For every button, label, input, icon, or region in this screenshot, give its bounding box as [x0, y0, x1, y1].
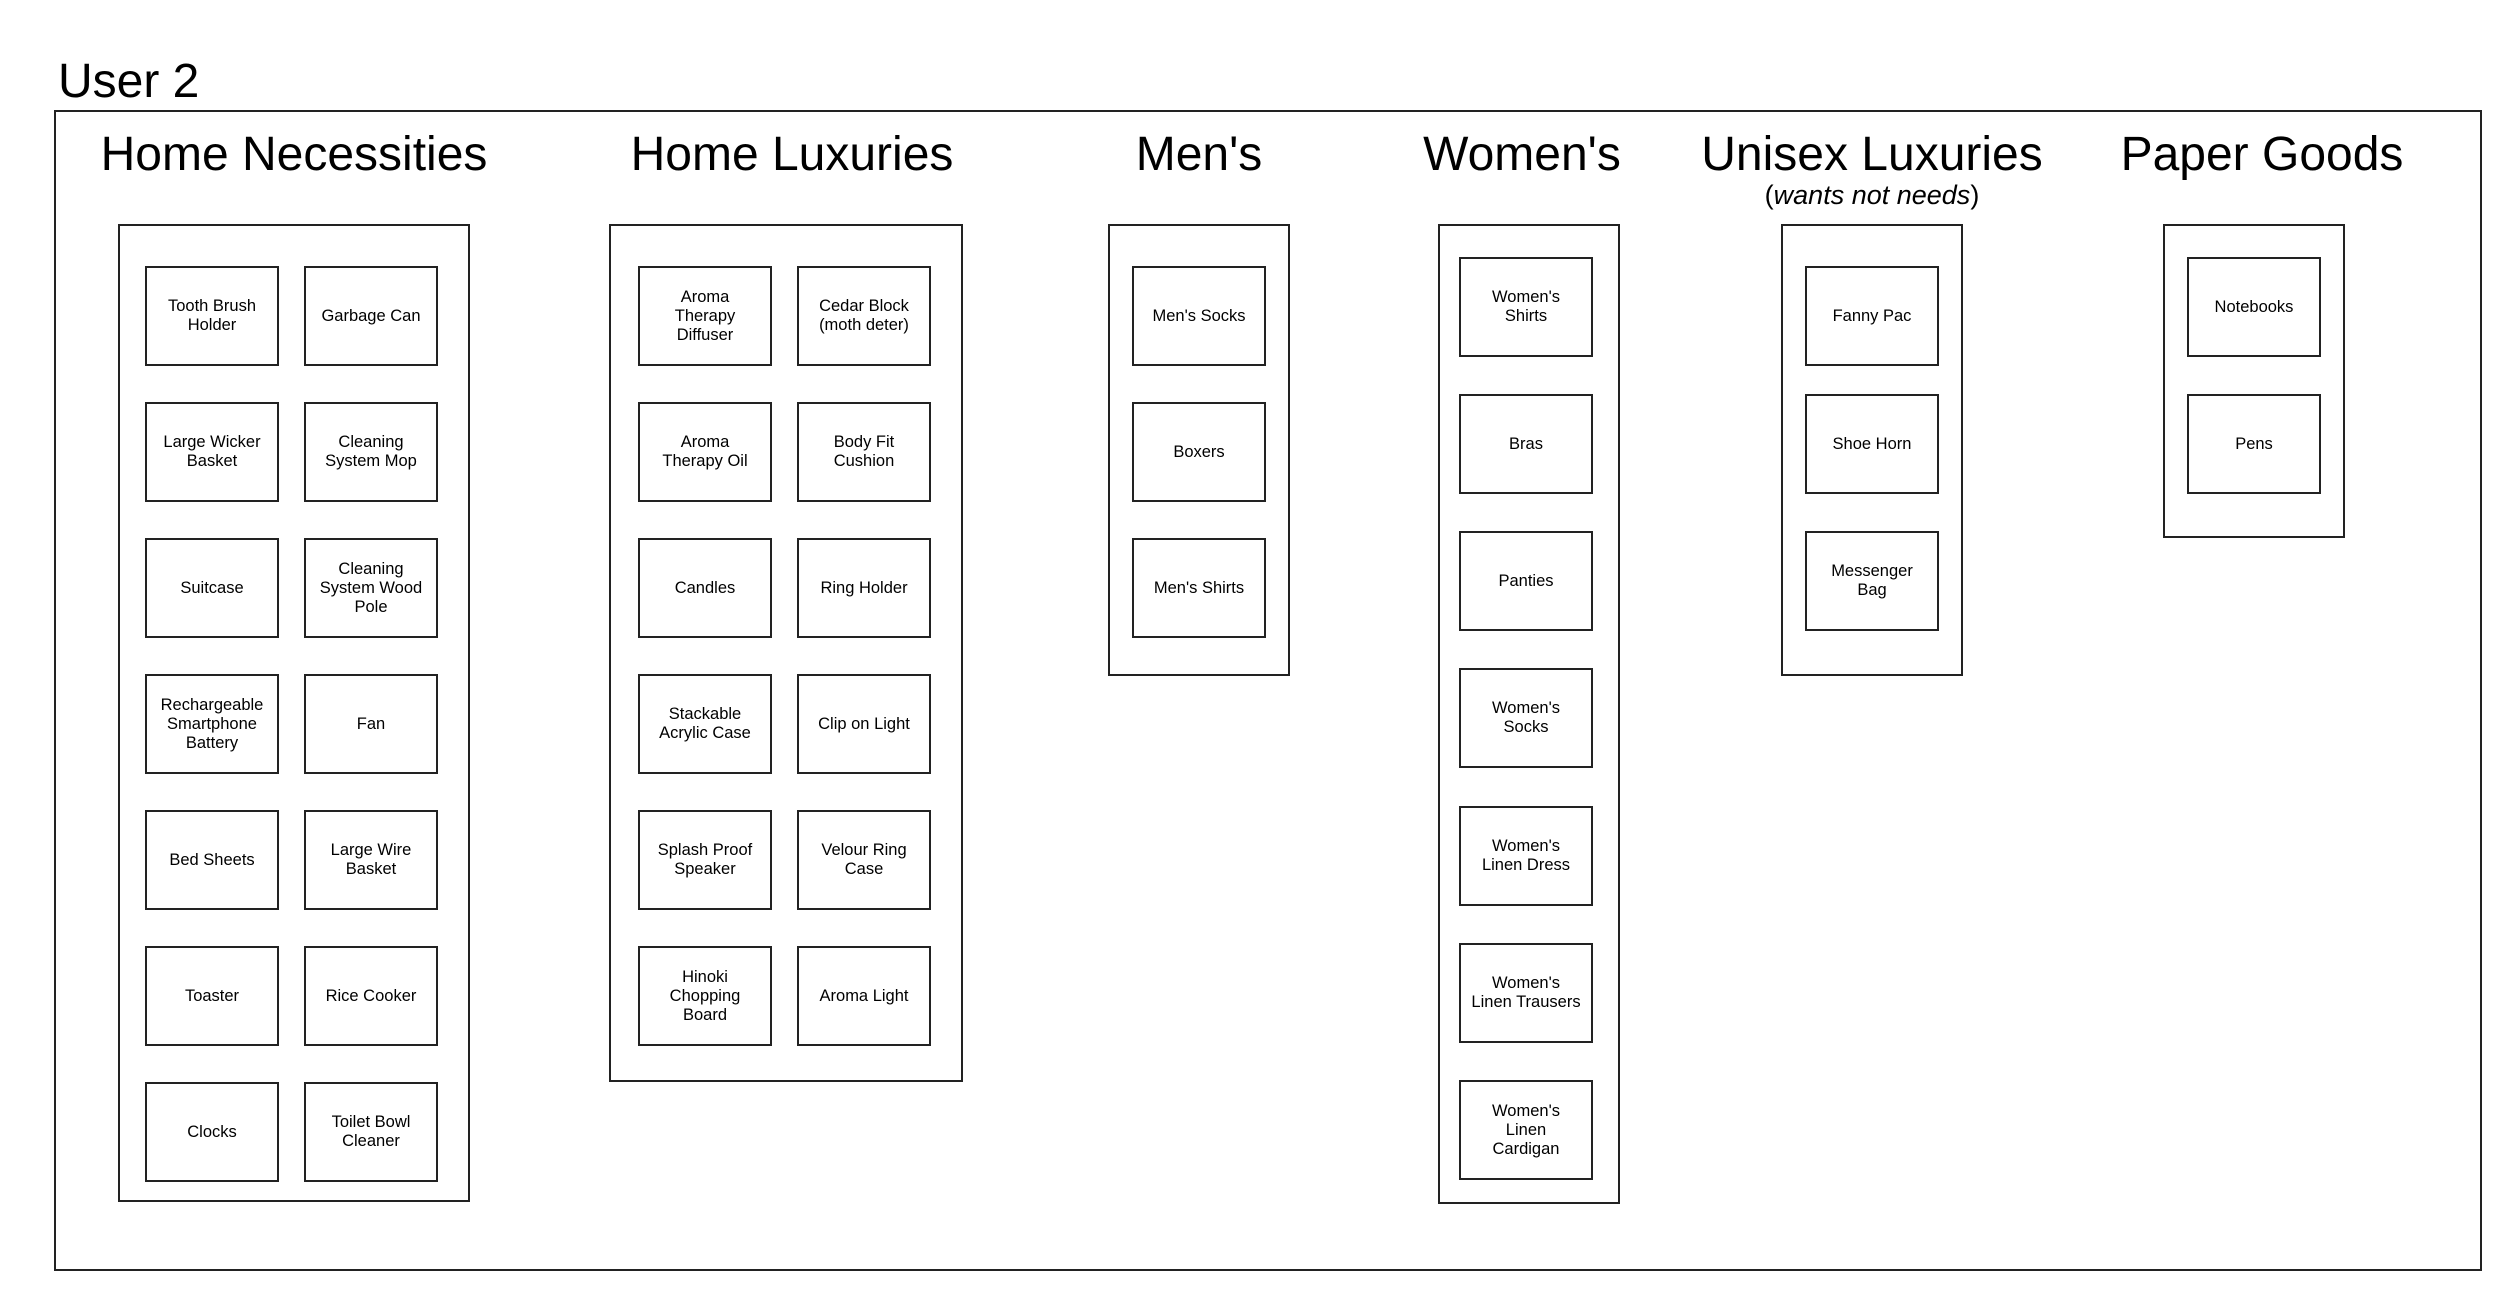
card[interactable]: Ring Holder	[797, 538, 931, 638]
category-title-unisex-luxuries: Unisex Luxuries	[1701, 128, 2043, 181]
card[interactable]: Pens	[2187, 394, 2321, 494]
card[interactable]: Boxers	[1132, 402, 1266, 502]
card[interactable]: Large Wire Basket	[304, 810, 438, 910]
category-group-paper-goods	[2163, 224, 2345, 538]
card[interactable]: Clip on Light	[797, 674, 931, 774]
card[interactable]: Women's Shirts	[1459, 257, 1593, 357]
card[interactable]: Women's Linen Cardigan	[1459, 1080, 1593, 1180]
card[interactable]: Rechargeable Smartphone Battery	[145, 674, 279, 774]
card[interactable]: Splash Proof Speaker	[638, 810, 772, 910]
card[interactable]: Cleaning System Wood Pole	[304, 538, 438, 638]
card[interactable]: Hinoki Chopping Board	[638, 946, 772, 1046]
card[interactable]: Men's Socks	[1132, 266, 1266, 366]
card[interactable]: Large Wicker Basket	[145, 402, 279, 502]
card[interactable]: Toaster	[145, 946, 279, 1046]
card[interactable]: Bras	[1459, 394, 1593, 494]
card[interactable]: Garbage Can	[304, 266, 438, 366]
card[interactable]: Women's Linen Dress	[1459, 806, 1593, 906]
category-group-womens	[1438, 224, 1620, 1204]
category-title-womens: Women's	[1423, 128, 1621, 181]
category-title-home-necessities: Home Necessities	[100, 128, 488, 181]
card[interactable]: Body Fit Cushion	[797, 402, 931, 502]
card[interactable]: Messenger Bag	[1805, 531, 1939, 631]
card[interactable]: Toilet Bowl Cleaner	[304, 1082, 438, 1182]
card[interactable]: Women's Socks	[1459, 668, 1593, 768]
category-group-mens	[1108, 224, 1290, 676]
card[interactable]: Men's Shirts	[1132, 538, 1266, 638]
card[interactable]: Panties	[1459, 531, 1593, 631]
category-title-paper-goods: Paper Goods	[2120, 128, 2404, 181]
card[interactable]: Aroma Therapy Diffuser	[638, 266, 772, 366]
card[interactable]: Women's Linen Trausers	[1459, 943, 1593, 1043]
sorting-board-frame	[54, 110, 2482, 1271]
category-group-home-necessities	[118, 224, 470, 1202]
category-subtitle-unisex-luxuries: (wants not needs)	[1764, 180, 1980, 210]
card[interactable]: Suitcase	[145, 538, 279, 638]
card[interactable]: Bed Sheets	[145, 810, 279, 910]
card[interactable]: Tooth Brush Holder	[145, 266, 279, 366]
card[interactable]: Fanny Pac	[1805, 266, 1939, 366]
category-title-mens: Men's	[1135, 128, 1263, 181]
card[interactable]: Shoe Horn	[1805, 394, 1939, 494]
card[interactable]: Stackable Acrylic Case	[638, 674, 772, 774]
card[interactable]: Cleaning System Mop	[304, 402, 438, 502]
card[interactable]: Aroma Light	[797, 946, 931, 1046]
category-group-home-luxuries	[609, 224, 963, 1082]
card[interactable]: Fan	[304, 674, 438, 774]
category-group-unisex-luxuries	[1781, 224, 1963, 676]
card[interactable]: Cedar Block (moth deter)	[797, 266, 931, 366]
card[interactable]: Rice Cooker	[304, 946, 438, 1046]
card[interactable]: Clocks	[145, 1082, 279, 1182]
card[interactable]: Velour Ring Case	[797, 810, 931, 910]
card[interactable]: Notebooks	[2187, 257, 2321, 357]
card[interactable]: Aroma Therapy Oil	[638, 402, 772, 502]
category-title-home-luxuries: Home Luxuries	[630, 128, 954, 181]
card[interactable]: Candles	[638, 538, 772, 638]
page-title: User 2	[58, 55, 200, 108]
